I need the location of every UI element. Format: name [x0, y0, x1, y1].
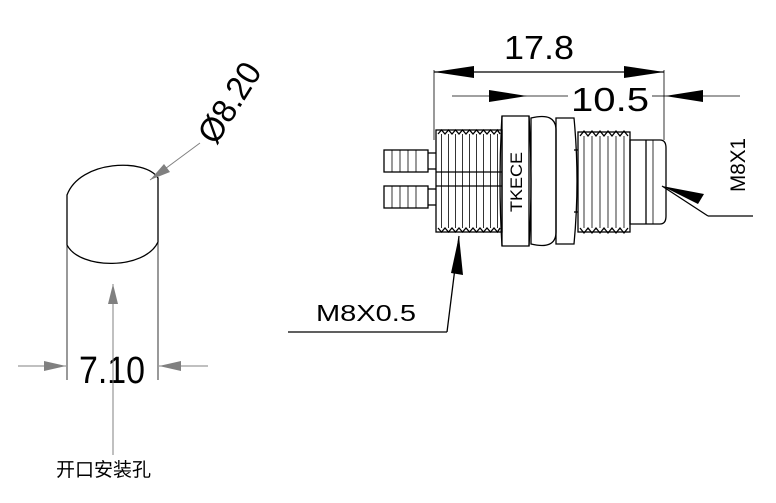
pin-bottom — [383, 185, 429, 209]
rear-thread — [435, 128, 503, 234]
hole-width-label: 7.10 — [79, 350, 145, 392]
hole-caption: 开口安装孔 — [56, 459, 151, 481]
hole-width-arrow-left — [44, 361, 66, 371]
rear-thread-arrow — [451, 236, 463, 275]
total-length-arrow-right — [624, 66, 664, 78]
thread-profile — [437, 227, 501, 234]
front-thread-arrow — [662, 186, 704, 204]
hole-caption-arrow — [108, 284, 118, 304]
front-face — [629, 139, 667, 225]
hole-diameter-label: Ø8.20 — [191, 55, 270, 150]
total-length-label: 17.8 — [504, 29, 574, 66]
front-length-label: 10.5 — [571, 81, 649, 118]
thread-profile — [437, 128, 501, 135]
total-length-arrow-left — [434, 66, 474, 78]
front-thread-leader — [661, 185, 709, 217]
thread-profile — [579, 226, 629, 235]
nut-brand-label: TKECE — [507, 152, 526, 212]
rear-thread-label: M8X0.5 — [316, 300, 416, 326]
washer — [530, 115, 557, 247]
hole-outline — [66, 164, 159, 265]
front-length-arrow-left — [489, 90, 527, 102]
front-thread-body — [577, 131, 631, 233]
hole-diameter-arrow — [150, 164, 170, 180]
front-thread — [577, 129, 667, 235]
hex-nut: TKECE — [499, 115, 578, 247]
thread-profile — [579, 129, 629, 138]
lock-nut — [555, 117, 578, 245]
front-thread-teeth — [579, 129, 629, 235]
front-length-arrow-right — [665, 90, 703, 102]
rear-thread-body — [435, 129, 503, 233]
front-thread-label: M8X1 — [727, 138, 750, 192]
mounting-hole-view: 7.10 Ø8.20 开口安装孔 — [18, 55, 269, 481]
connector-view: 17.8 10.5 — [288, 29, 753, 333]
rear-thread-teeth — [437, 128, 501, 234]
hole-width-arrow-right — [159, 361, 181, 371]
pin-top — [383, 149, 429, 173]
contact-pins — [383, 149, 436, 209]
